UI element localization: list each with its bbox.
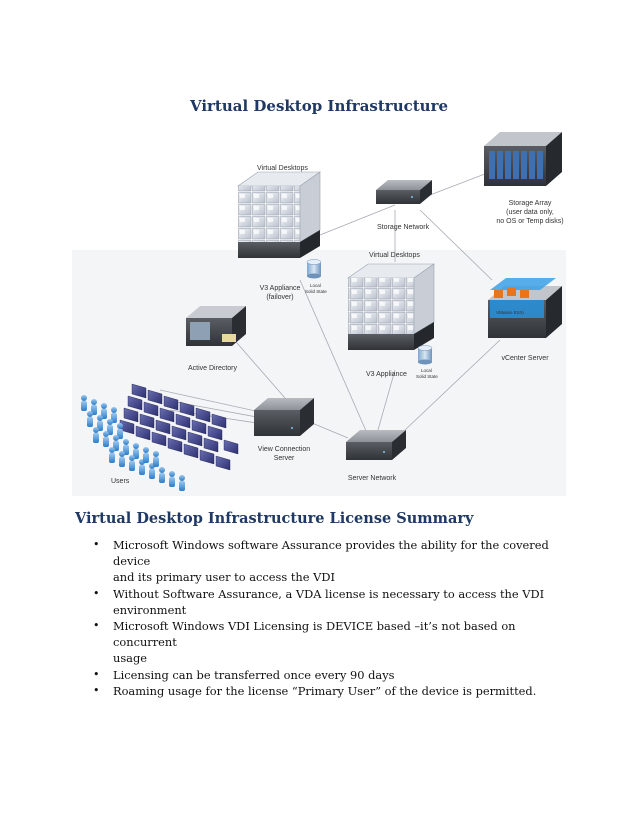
storage-network-label: Storage Network bbox=[377, 224, 430, 231]
view-connection-server bbox=[254, 398, 314, 436]
bullet-icon: • bbox=[93, 683, 100, 697]
v3-appliance-failover-label-line1: V3 Appliance bbox=[260, 285, 301, 292]
local-solid-state-disk-1 bbox=[306, 259, 322, 279]
local-solid-state-label-2-line2: Solid State bbox=[416, 374, 438, 379]
storage-array-label-line1: Storage Array bbox=[509, 200, 552, 207]
list-item-text-line1: Without Software Assurance, a VDA licens… bbox=[113, 586, 545, 601]
vcenter-server-label: vCenter Server bbox=[501, 355, 549, 362]
list-item: • Roaming usage for the license “Primary… bbox=[93, 683, 573, 699]
active-directory-server bbox=[186, 306, 246, 346]
active-directory-label: Active Directory bbox=[188, 365, 238, 372]
list-item: • Licensing can be transferred once ever… bbox=[93, 667, 573, 683]
vcenter-server bbox=[488, 278, 562, 338]
storage-array-label-line2: (user data only, bbox=[506, 209, 554, 216]
list-item-text-line1: Roaming usage for the license “Primary U… bbox=[113, 683, 537, 698]
users-label: Users bbox=[111, 478, 130, 485]
list-item-text-line1: Microsoft Windows software Assurance pro… bbox=[113, 538, 549, 569]
local-solid-state-label-1-line1: Local bbox=[310, 283, 321, 288]
list-item: • Without Software Assurance, a VDA lice… bbox=[93, 586, 573, 618]
bullet-icon: • bbox=[93, 586, 100, 600]
license-summary-list: • Microsoft Windows software Assurance p… bbox=[93, 537, 573, 699]
list-item-text-line1: Microsoft Windows VDI Licensing is DEVIC… bbox=[113, 619, 516, 650]
list-item: • Microsoft Windows software Assurance p… bbox=[93, 537, 573, 586]
list-item-text-line2: usage bbox=[113, 651, 148, 666]
local-solid-state-label-1-line2: Solid State bbox=[305, 289, 327, 294]
virtual-desktops-label-1: Virtual Desktops bbox=[257, 165, 308, 172]
users-group bbox=[81, 383, 239, 491]
server-network-switch bbox=[346, 430, 406, 460]
vdi-architecture-diagram: Virtual Desktops Storage Network Storage… bbox=[72, 132, 566, 496]
vmware-esxi-label: VMware ESXi bbox=[496, 310, 524, 315]
view-connection-server-label-line2: Server bbox=[274, 455, 295, 462]
page-title: Virtual Desktop Infrastructure bbox=[189, 97, 449, 115]
virtual-desktops-label-2: Virtual Desktops bbox=[369, 252, 420, 259]
list-item-text-line1: Licensing can be transferred once every … bbox=[113, 667, 395, 682]
list-item-text-line2: and its primary user to access the VDI bbox=[113, 570, 335, 585]
bullet-icon: • bbox=[93, 667, 100, 681]
license-summary-heading: Virtual Desktop Infrastructure License S… bbox=[75, 510, 474, 527]
storage-array bbox=[484, 132, 562, 186]
bullet-icon: • bbox=[93, 619, 100, 633]
virtual-desktops-stack-failover bbox=[237, 171, 321, 258]
storage-network-switch bbox=[376, 180, 432, 204]
list-item: • Microsoft Windows VDI Licensing is DEV… bbox=[93, 618, 573, 667]
bullet-icon: • bbox=[93, 538, 100, 551]
view-connection-server-label-line1: View Connection bbox=[258, 446, 311, 453]
local-solid-state-disk-2 bbox=[417, 345, 433, 365]
v3-appliance-label: V3 Appliance bbox=[366, 371, 407, 378]
storage-array-label-line3: no OS or Temp disks) bbox=[496, 218, 563, 225]
virtual-desktops-stack-primary bbox=[347, 263, 435, 350]
v3-appliance-failover-label-line2: (failover) bbox=[266, 294, 293, 301]
server-network-label: Server Network bbox=[348, 475, 397, 482]
list-item-text-line2: environment bbox=[113, 602, 187, 617]
local-solid-state-label-2-line1: Local bbox=[421, 368, 432, 373]
